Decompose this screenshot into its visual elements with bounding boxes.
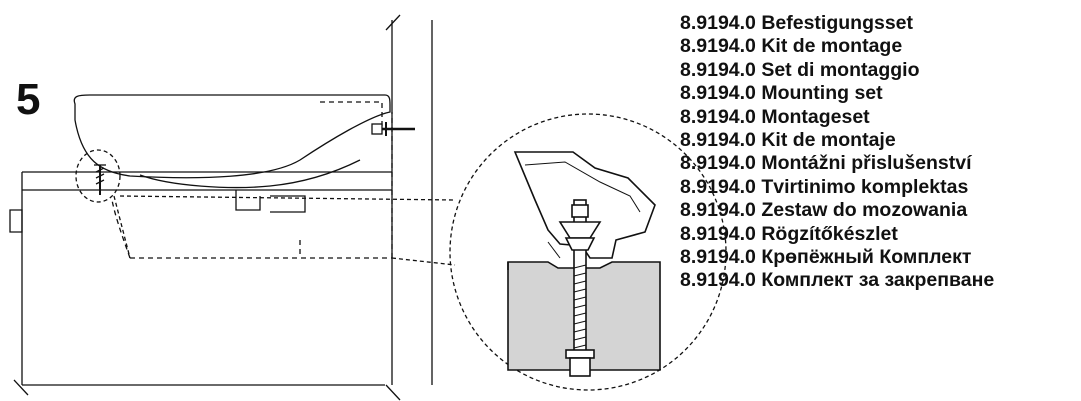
detail-callout-circle xyxy=(75,149,121,203)
part-label: 8.9194.0 Mounting set xyxy=(680,82,883,105)
part-label: 8.9194.0 Tvirtinimo komplektas xyxy=(680,175,969,198)
step-number: 5 xyxy=(16,75,41,124)
part-label: 8.9194.0 Kit de montage xyxy=(680,35,903,58)
part-label: 8.9194.0 Montážni přislušenství xyxy=(680,152,972,175)
cabinet-screw xyxy=(94,164,106,195)
hidden-contour xyxy=(111,101,393,259)
callout-leader xyxy=(113,195,131,259)
part-label: 8.9194.0 Крөпёжный Комплект xyxy=(680,246,972,269)
part-label: 8.9194.0 Rögzítőkészlet xyxy=(680,222,898,245)
part-label: 8.9194.0 Kit de montaje xyxy=(680,129,896,152)
vanity-cabinet xyxy=(9,171,392,396)
wall-bolt xyxy=(371,122,415,136)
detail-magnified-circle xyxy=(449,113,727,391)
part-label: 8.9194.0 Комплект за закрепване xyxy=(680,269,995,292)
wall xyxy=(385,14,433,401)
part-label: 8.9194.0 Set di montaggio xyxy=(680,58,920,81)
part-label: 8.9194.0 Zestaw do mozowania xyxy=(680,199,968,222)
part-label: 8.9194.0 Montageset xyxy=(680,105,870,128)
parts-list: 8.9194.0 Befestigungsset 8.9194.0 Kit de… xyxy=(680,12,994,293)
part-label: 8.9194.0 Befestigungsset xyxy=(680,12,914,34)
detail-section xyxy=(507,151,661,377)
washbasin xyxy=(73,94,391,213)
